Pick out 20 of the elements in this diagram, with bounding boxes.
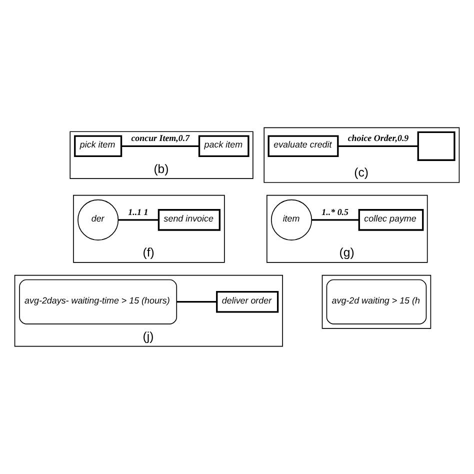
node-box: deliver order [216, 290, 279, 313]
edge-label: concur Item,0.7 [131, 133, 190, 144]
edge-label: 1..1 1 [128, 206, 148, 217]
edge-label: choice Order,0.9 [348, 133, 409, 144]
connector [338, 145, 418, 147]
node-box: pack item [198, 135, 250, 158]
node-box: avg-2days- waiting-time > 15 (hours) [19, 279, 178, 324]
node-circle: der [78, 199, 119, 240]
connector [121, 145, 200, 147]
node-box [417, 131, 456, 161]
node-box: send invoice [158, 209, 220, 231]
node-box: pick item [74, 135, 122, 158]
node-box: evaluate credit [268, 135, 339, 158]
connector [176, 301, 217, 303]
node-box: avg-2d waiting > 15 (h [326, 279, 427, 324]
connector [118, 219, 159, 221]
edge-label: 1..* 0.5 [322, 206, 349, 217]
node-circle: item [270, 199, 312, 240]
node-box: collec payme [358, 209, 424, 231]
connector [312, 219, 359, 221]
